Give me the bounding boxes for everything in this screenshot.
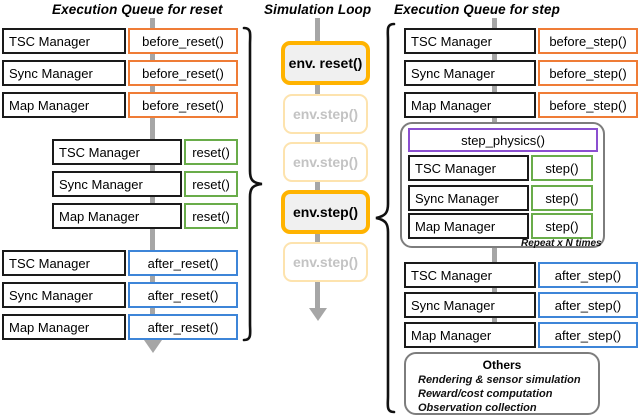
sim-step-3[interactable]: env.step() <box>283 142 368 182</box>
left-before-row1-manager: TSC Manager <box>2 28 126 54</box>
left-before-row2-call: before_reset() <box>128 60 238 86</box>
others-line-2: Reward/cost computation <box>418 388 553 400</box>
right-main-row2-manager: Sync Manager <box>408 185 529 211</box>
right-after-row2-call: after_step() <box>538 292 638 318</box>
left-after-row1-manager: TSC Manager <box>2 250 126 276</box>
right-before-row1-call: before_step() <box>538 28 638 54</box>
left-before-row1-call: before_reset() <box>128 28 238 54</box>
left-after-row2-manager: Sync Manager <box>2 282 126 308</box>
left-after-row3-manager: Map Manager <box>2 314 126 340</box>
left-before-row3-manager: Map Manager <box>2 92 126 118</box>
left-main-row1-call: reset() <box>184 139 238 165</box>
left-after-row2-call: after_reset() <box>128 282 238 308</box>
sim-step-1[interactable]: env. reset() <box>281 41 370 85</box>
others-container: Others Rendering & sensor simulation Rew… <box>404 352 600 415</box>
right-before-row3-call: before_step() <box>538 92 638 118</box>
right-after-row2-manager: Sync Manager <box>404 292 536 318</box>
left-main-row1-manager: TSC Manager <box>52 139 182 165</box>
others-line-3: Observation collection <box>418 402 537 414</box>
left-before-row2-manager: Sync Manager <box>2 60 126 86</box>
right-after-row1-manager: TSC Manager <box>404 262 536 288</box>
step-physics-call: step_physics() <box>408 128 598 152</box>
left-group-brace <box>242 26 263 342</box>
right-before-row1-manager: TSC Manager <box>404 28 536 54</box>
left-after-row1-call: after_reset() <box>128 250 238 276</box>
left-after-row3-call: after_reset() <box>128 314 238 340</box>
sim-step-4[interactable]: env.step() <box>281 190 370 234</box>
others-title: Others <box>482 358 522 372</box>
right-main-row3-manager: Map Manager <box>408 213 529 239</box>
left-column-title: Execution Queue for reset <box>52 2 223 17</box>
right-before-row2-call: before_step() <box>538 60 638 86</box>
right-before-row2-manager: Sync Manager <box>404 60 536 86</box>
left-main-row3-call: reset() <box>184 203 238 229</box>
right-after-row3-call: after_step() <box>538 322 638 348</box>
right-after-row1-call: after_step() <box>538 262 638 288</box>
right-after-row3-manager: Map Manager <box>404 322 536 348</box>
right-main-row1-manager: TSC Manager <box>408 155 529 181</box>
left-main-row2-call: reset() <box>184 171 238 197</box>
sim-step-5[interactable]: env.step() <box>283 242 368 282</box>
repeat-note: Repeat x N times <box>521 238 602 249</box>
middle-column-title: Simulation Loop <box>264 2 372 17</box>
right-column-title: Execution Queue for step <box>394 2 560 17</box>
left-main-row3-manager: Map Manager <box>52 203 182 229</box>
right-before-row3-manager: Map Manager <box>404 92 536 118</box>
right-group-brace <box>375 22 396 414</box>
left-main-row2-manager: Sync Manager <box>52 171 182 197</box>
right-main-row1-call: step() <box>531 155 593 181</box>
right-main-row2-call: step() <box>531 185 593 211</box>
left-before-row3-call: before_reset() <box>128 92 238 118</box>
others-line-1: Rendering & sensor simulation <box>418 374 581 386</box>
sim-flow-arrow <box>308 308 327 321</box>
left-flow-arrow <box>143 340 162 353</box>
sim-step-2[interactable]: env.step() <box>283 94 368 134</box>
right-main-row3-call: step() <box>531 213 593 239</box>
